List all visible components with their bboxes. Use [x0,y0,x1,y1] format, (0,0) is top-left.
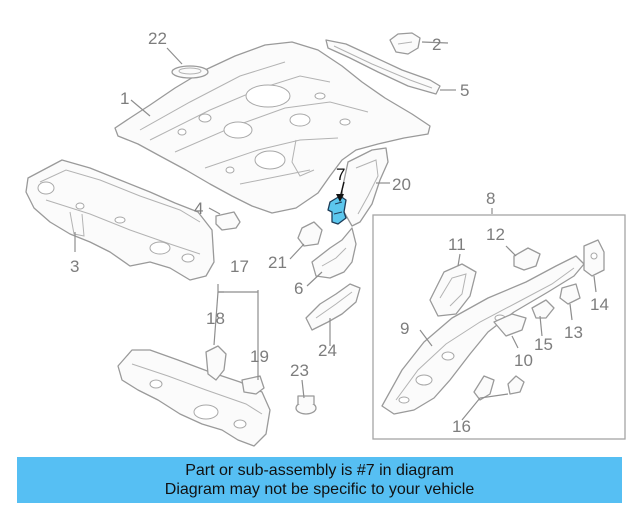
banner-line-1: Part or sub-assembly is #7 in diagram [185,462,454,479]
callout-10: 10 [514,351,533,370]
part-7-highlighted [327,195,347,225]
part-8-group-box [372,214,626,440]
part-17-crossmember [117,349,271,447]
part-23-plug [295,395,317,415]
callout-20: 20 [392,175,411,194]
part-21-mount [297,221,323,247]
callout-13: 13 [564,323,583,342]
callout-labels: 1 2 3 4 5 6 7 8 9 10 11 12 13 14 15 16 1… [70,29,609,436]
part-22-plug [171,65,209,79]
info-banner: Part or sub-assembly is #7 in diagram Di… [17,457,622,503]
callout-17: 17 [230,257,249,276]
callout-15: 15 [534,335,553,354]
callout-8: 8 [486,189,495,208]
part-13-bracket [559,283,581,305]
callout-9: 9 [400,319,409,338]
callout-14: 14 [590,295,609,314]
part-20-extension [341,147,389,227]
part-5-reinforcement [325,39,441,95]
callout-22: 22 [148,29,167,48]
callout-4: 4 [194,199,203,218]
part-3-rear-panel [25,159,215,281]
part-19-bracket [241,375,265,395]
part-1-rear-floor-pan [114,41,431,214]
part-14-plate [583,239,605,277]
part-10-plate [493,313,527,337]
callout-7: 7 [336,165,345,184]
callout-3: 3 [70,257,79,276]
callout-23: 23 [290,361,309,380]
callout-18: 18 [206,309,225,328]
parts-diagram: 1 2 3 4 5 6 7 8 9 10 11 12 13 14 15 16 1… [25,29,626,447]
part-15-bracket [531,299,555,319]
callout-11: 11 [448,235,466,254]
callout-6: 6 [294,279,303,298]
callout-1: 1 [120,89,129,108]
callout-16: 16 [452,417,471,436]
arrow-7 [336,194,344,202]
part-18-bracket [205,345,227,381]
callout-2: 2 [432,35,441,54]
part-4-bracket [215,211,241,231]
part-24-member [305,283,361,331]
callout-5: 5 [460,81,469,100]
callout-19: 19 [250,347,269,366]
banner-line-2: Diagram may not be specific to your vehi… [164,481,475,498]
callout-24: 24 [318,341,337,360]
part-12-bracket [513,247,541,271]
part-16-fasteners [473,375,525,401]
part-11-cover [429,263,477,317]
part-2-clip [389,32,421,55]
part-6-bracket [311,227,357,279]
callout-12: 12 [486,225,505,244]
callout-21: 21 [268,253,287,272]
part-9-side-frame [381,255,585,415]
leader-lines [74,41,597,421]
